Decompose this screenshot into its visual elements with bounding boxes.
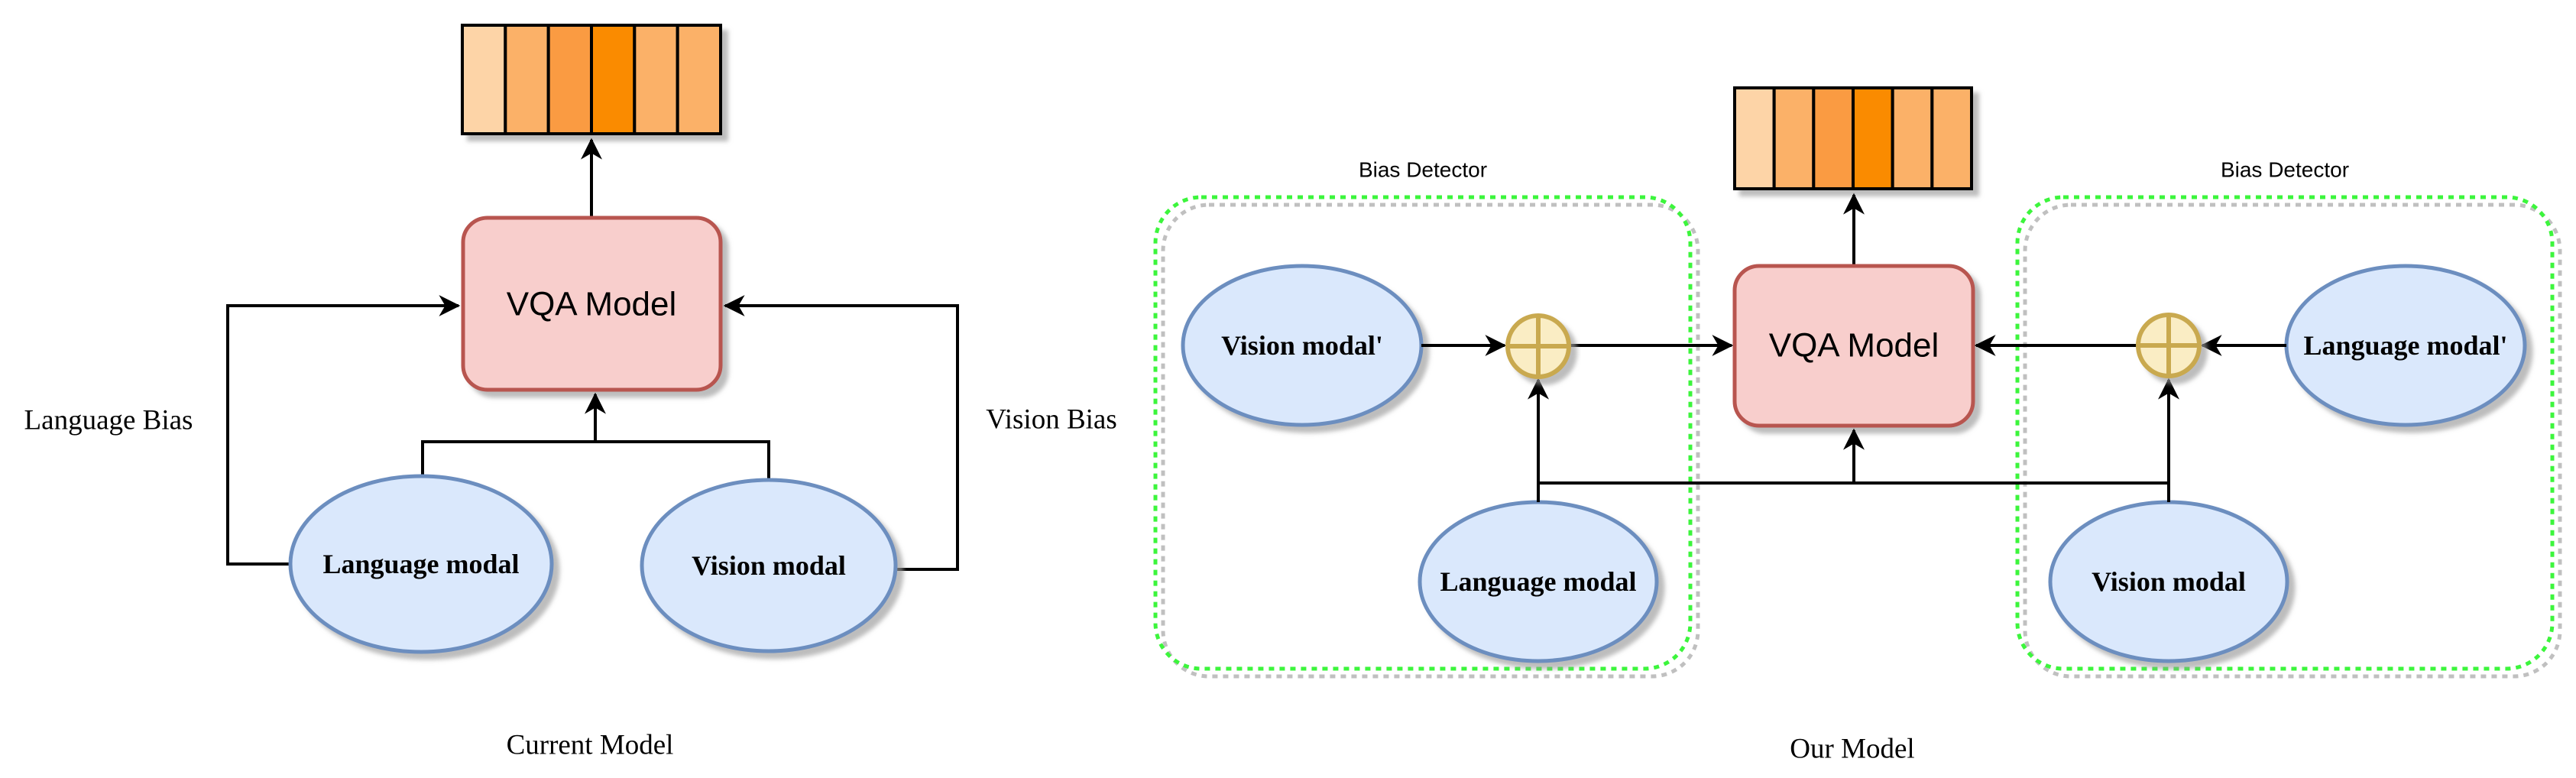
current-model-diagram: VQA Model Language modal Vision modal La…	[24, 24, 1117, 761]
bias-detector-label-right: Bias Detector	[2221, 158, 2349, 182]
language-modal-label-right: Language modal	[1440, 566, 1636, 597]
our-model-caption: Our Model	[1790, 734, 1914, 765]
circled-plus-icon-right	[2136, 313, 2202, 378]
histogram-bar	[1733, 86, 1776, 190]
bias-detector-box-right	[2015, 195, 2562, 679]
vision-bias-label: Vision Bias	[986, 404, 1117, 436]
histogram-bar	[461, 24, 507, 135]
connector-modals-to-vqa	[421, 440, 770, 480]
circled-plus-icon-left	[1505, 313, 1571, 379]
vqa-model-box-left	[461, 216, 723, 392]
histogram-bar	[1812, 86, 1855, 190]
our-model-diagram: Bias Detector Bias Detector VQA Model Vi…	[1153, 86, 2562, 765]
language-bias-label: Language Bias	[24, 405, 193, 436]
vision-modal-label-left: Vision modal	[692, 550, 846, 581]
vqa-model-label-right: VQA Model	[1769, 327, 1939, 365]
vision-bias-loop	[723, 295, 959, 571]
language-modal-label-left: Language modal	[322, 549, 519, 579]
vision-modal-prime-label: Vision modal'	[1221, 330, 1383, 361]
current-model-caption: Current Model	[507, 730, 674, 761]
histogram-bar	[504, 24, 550, 135]
language-bias-loop	[226, 295, 461, 566]
histogram-bar	[1930, 86, 1973, 190]
histogram-bar	[590, 24, 637, 135]
answer-histogram-left	[461, 24, 723, 135]
bias-detector-label-left: Bias Detector	[1359, 158, 1487, 182]
vision-modal-ellipse-left	[640, 478, 898, 653]
vqa-model-box-right	[1732, 264, 1975, 428]
bias-detector-box-left	[1153, 195, 1700, 679]
histogram-bar	[1891, 86, 1934, 190]
vision-modal-label-right: Vision modal	[2092, 566, 2246, 597]
histogram-bar	[676, 24, 723, 135]
vqa-model-label-left: VQA Model	[507, 286, 677, 323]
language-modal-prime-label: Language modal'	[2303, 330, 2507, 361]
language-modal-ellipse-left	[288, 474, 554, 654]
histogram-bar	[1852, 86, 1894, 190]
histogram-bar	[633, 24, 679, 135]
histogram-bar	[546, 24, 594, 135]
answer-histogram-right	[1733, 86, 1973, 190]
histogram-bar	[1772, 86, 1816, 190]
